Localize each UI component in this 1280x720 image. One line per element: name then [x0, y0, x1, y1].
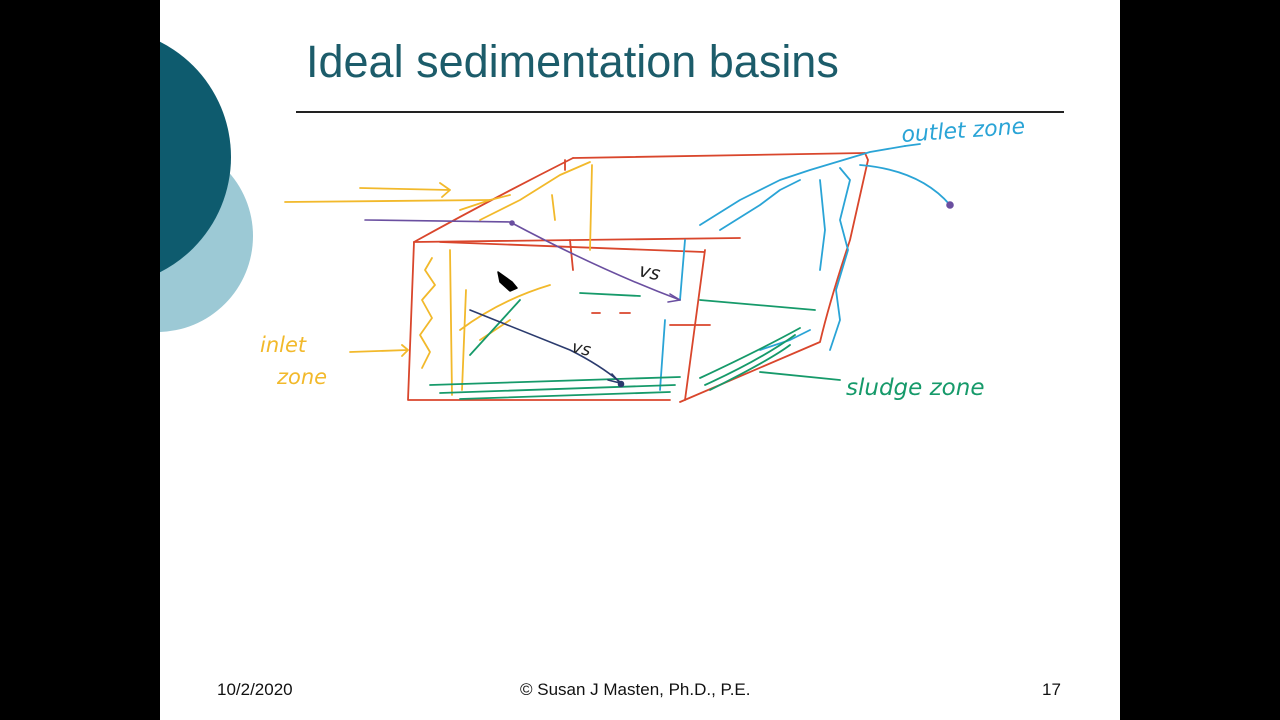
- particle-path-upper: [364, 201, 954, 303]
- sludge-zone-sketch: [429, 292, 841, 400]
- pen-pointer-icon: [497, 271, 518, 292]
- basin-box-outline: [407, 152, 869, 403]
- inlet-zone-sketch: [284, 161, 593, 396]
- footer-page-number: 17: [1042, 680, 1061, 699]
- slide-title: Ideal sedimentation basins: [306, 36, 839, 87]
- particle-path-lower: [469, 309, 625, 388]
- slide: Ideal sedimentation basins: [160, 0, 1120, 720]
- title-divider: [296, 111, 1064, 113]
- label-sludge-zone: sludge zone: [846, 375, 984, 401]
- label-vs-lower: vs: [570, 337, 593, 361]
- label-inlet-line1: inlet: [260, 333, 307, 357]
- label-inlet-line2: zone: [276, 365, 327, 389]
- label-outlet-zone: outlet zone: [901, 114, 1026, 148]
- label-vs-upper: vs: [637, 259, 662, 285]
- decor-dark-circle: [160, 41, 231, 273]
- footer-date: 10/2/2020: [217, 680, 293, 699]
- footer-copyright: © Susan J Masten, Ph.D., P.E.: [520, 680, 751, 699]
- slide-decoration: [160, 41, 253, 332]
- basin-sketch: outlet zone inlet zone sludge zone vs vs: [260, 114, 1026, 403]
